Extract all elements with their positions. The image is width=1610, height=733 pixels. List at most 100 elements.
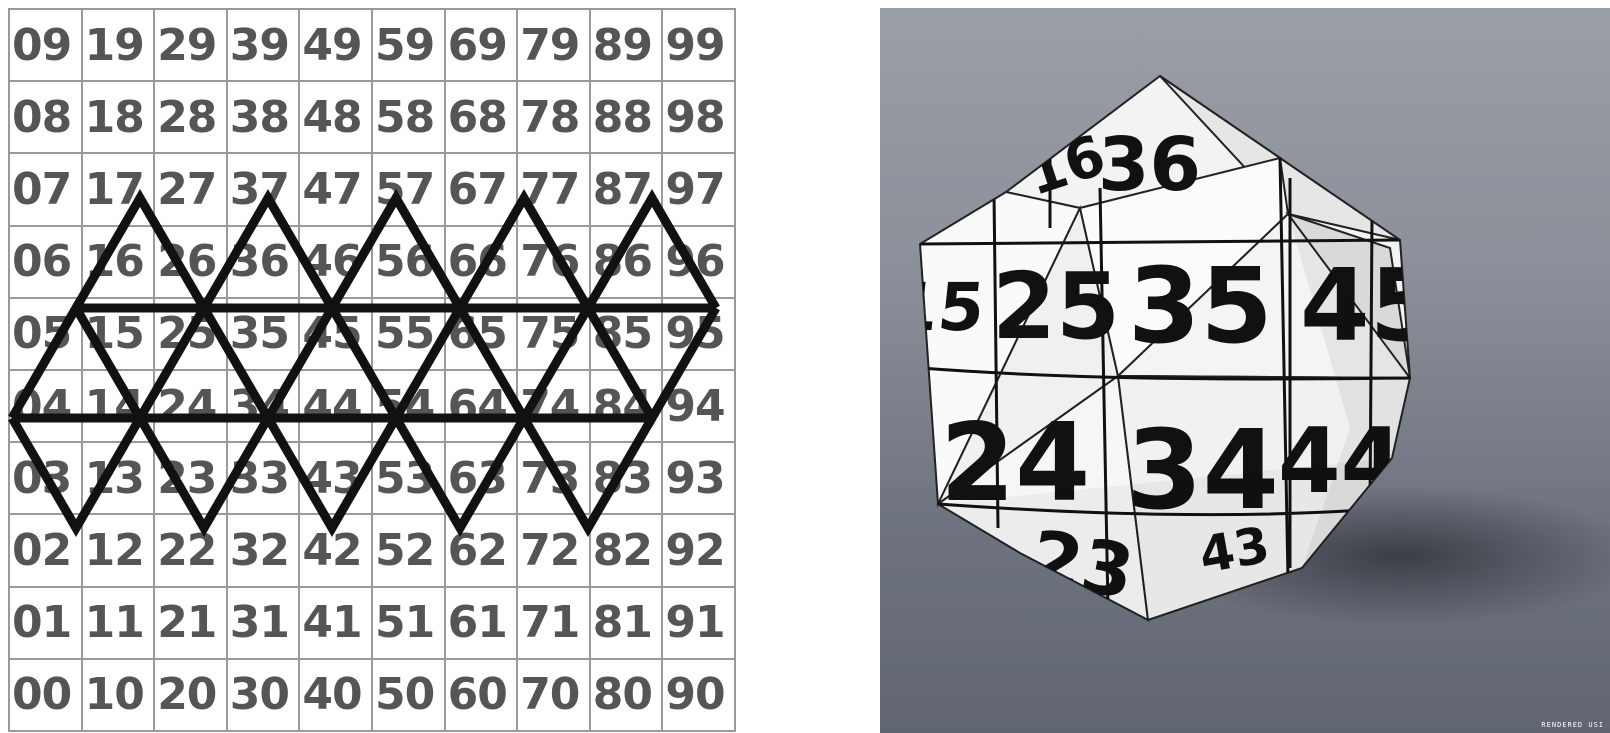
grid-cell: 01 <box>10 587 83 660</box>
grid-cell: 03 <box>10 443 83 516</box>
face-number-43: 43 <box>1195 516 1274 585</box>
grid-cell: 23 <box>155 443 228 516</box>
grid-cell: 75 <box>518 298 591 371</box>
grid-cell: 89 <box>590 10 664 83</box>
grid-cell: 00 <box>10 659 83 732</box>
grid-cell: 80 <box>590 659 664 732</box>
rendered-d20-panel: 16 36 15 25 35 45 24 34 44 23 43 RENDERE… <box>880 8 1610 733</box>
grid-cell: 68 <box>445 82 519 155</box>
grid-cell: 37 <box>227 154 301 227</box>
grid-cell: 26 <box>155 226 228 299</box>
grid-cell: 78 <box>518 82 591 155</box>
grid-cell: 79 <box>518 10 591 83</box>
grid-cell: 40 <box>300 659 373 732</box>
grid-cell: 33 <box>227 443 301 516</box>
grid-cell: 51 <box>372 587 446 660</box>
grid-cell: 86 <box>590 226 664 299</box>
face-number-36: 36 <box>1098 122 1201 208</box>
grid-cell: 81 <box>590 587 664 660</box>
grid-cell: 04 <box>10 370 83 444</box>
grid-cell: 82 <box>590 515 664 588</box>
grid-cell: 76 <box>518 226 591 299</box>
grid-cell: 61 <box>445 587 519 660</box>
grid-cell: 14 <box>82 370 156 444</box>
grid-cell: 38 <box>227 82 301 155</box>
grid-cell: 44 <box>300 370 373 444</box>
grid-cell: 02 <box>10 515 83 588</box>
grid-cell: 18 <box>82 82 156 155</box>
body-grid-lines <box>920 78 1410 609</box>
face-number-15: 15 <box>888 269 988 346</box>
grid-cell: 74 <box>518 370 591 444</box>
grid-cell: 71 <box>518 587 591 660</box>
grid-cell: 96 <box>663 226 736 299</box>
grid-cell: 34 <box>227 370 301 444</box>
grid-cell: 12 <box>82 515 156 588</box>
grid-cell: 35 <box>227 298 301 371</box>
grid-cell: 08 <box>10 82 83 155</box>
grid-cell: 36 <box>227 226 301 299</box>
grid-cell: 52 <box>372 515 446 588</box>
grid-cell: 70 <box>518 659 591 732</box>
grid-cell: 47 <box>300 154 373 227</box>
grid-cell: 98 <box>663 82 736 155</box>
grid-cell: 67 <box>445 154 519 227</box>
grid-cell: 57 <box>372 154 446 227</box>
grid-cell: 21 <box>155 587 228 660</box>
grid-cell: 95 <box>663 298 736 371</box>
grid-cell: 06 <box>10 226 83 299</box>
grid-cell: 49 <box>300 10 373 83</box>
grid-cell: 72 <box>518 515 591 588</box>
render-credit: RENDERED USI <box>1541 721 1604 729</box>
grid-cell: 99 <box>663 10 736 83</box>
right-side-shade <box>1288 214 1410 568</box>
grid-cell: 22 <box>155 515 228 588</box>
grid-cell: 10 <box>82 659 156 732</box>
grid-cell: 11 <box>82 587 156 660</box>
grid-cell: 55 <box>372 298 446 371</box>
grid-cell: 54 <box>372 370 446 444</box>
lower-shade <box>938 458 1392 620</box>
grid-cell: 29 <box>155 10 228 83</box>
face-number-34: 34 <box>1126 406 1279 534</box>
grid-cell: 09 <box>10 10 83 83</box>
grid-cell: 27 <box>155 154 228 227</box>
grid-cell: 69 <box>445 10 519 83</box>
grid-cell: 17 <box>82 154 156 227</box>
grid-cell: 46 <box>300 226 373 299</box>
grid-cell: 60 <box>445 659 519 732</box>
grid-cell: 19 <box>82 10 156 83</box>
grid-cell: 62 <box>445 515 519 588</box>
grid-cell: 65 <box>445 298 519 371</box>
grid-cell: 16 <box>82 226 156 299</box>
grid-cell: 24 <box>155 370 228 444</box>
grid-cell: 59 <box>372 10 446 83</box>
grid-cell: 83 <box>590 443 664 516</box>
grid-cell: 58 <box>372 82 446 155</box>
grid-cell: 48 <box>300 82 373 155</box>
grid-cell: 25 <box>155 298 228 371</box>
grid-cell: 13 <box>82 443 156 516</box>
grid-cell: 50 <box>372 659 446 732</box>
grid-cell: 43 <box>300 443 373 516</box>
face-number-45: 45 <box>1300 247 1439 364</box>
grid-cell: 30 <box>227 659 301 732</box>
grid-cell: 85 <box>590 298 664 371</box>
grid-cell: 28 <box>155 82 228 155</box>
grid-cell: 32 <box>227 515 301 588</box>
grid-cell: 91 <box>663 587 736 660</box>
grid-cell: 66 <box>445 226 519 299</box>
grid-cell: 05 <box>10 298 83 371</box>
grid-cell: 93 <box>663 443 736 516</box>
grid-cell: 77 <box>518 154 591 227</box>
face-number-35: 35 <box>1128 245 1273 367</box>
icosahedron-render: 16 36 15 25 35 45 24 34 44 23 43 <box>888 74 1610 626</box>
grid-cell: 64 <box>445 370 519 444</box>
grid-cell: 31 <box>227 587 301 660</box>
grid-cell: 39 <box>227 10 301 83</box>
face-number-24: 24 <box>940 401 1090 526</box>
grid-cell: 56 <box>372 226 446 299</box>
grid-cell: 92 <box>663 515 736 588</box>
grid-cell: 90 <box>663 659 736 732</box>
